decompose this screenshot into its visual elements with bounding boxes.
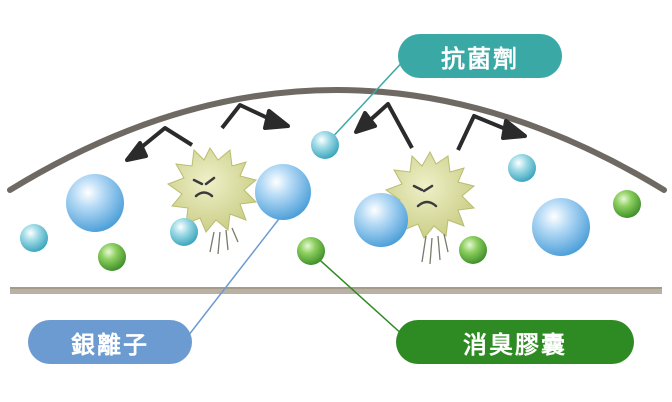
antibacterial-bubble: [311, 131, 339, 159]
deodorant-capsule-bubble: [459, 236, 487, 264]
antibacterial-label: 抗菌劑: [398, 34, 562, 78]
antibacterial-bubble: [20, 224, 48, 252]
fabric-arc: [7, 87, 667, 193]
germ-icon: [384, 150, 476, 265]
repel-arrow-icon: [220, 103, 290, 130]
antibacterial-bubble: [508, 154, 536, 182]
silver-ion-bubble: [354, 193, 408, 247]
deodorant-capsule-bubble: [613, 190, 641, 218]
deodorant-capsule-bubble: [297, 237, 325, 265]
silver-ion-label: 銀離子: [28, 320, 192, 364]
silver-ion-connector: [187, 214, 283, 337]
deodorant-connector: [311, 252, 405, 337]
antibacterial-connector: [327, 55, 409, 143]
repel-arrow-icon: [354, 102, 414, 149]
deodorant-capsule-bubble: [98, 243, 126, 271]
repel-arrow-icon: [456, 114, 527, 151]
silver-ion-bubble: [532, 198, 590, 256]
fabric-base-line: [10, 287, 662, 294]
germ-icon: [166, 147, 258, 255]
antibacterial-bubble: [170, 218, 198, 246]
silver-ion-bubble: [66, 174, 124, 232]
deodorant-capsule-label: 消臭膠囊: [396, 320, 634, 364]
repel-arrow-icon: [125, 126, 194, 162]
silver-ion-bubble: [255, 164, 311, 220]
